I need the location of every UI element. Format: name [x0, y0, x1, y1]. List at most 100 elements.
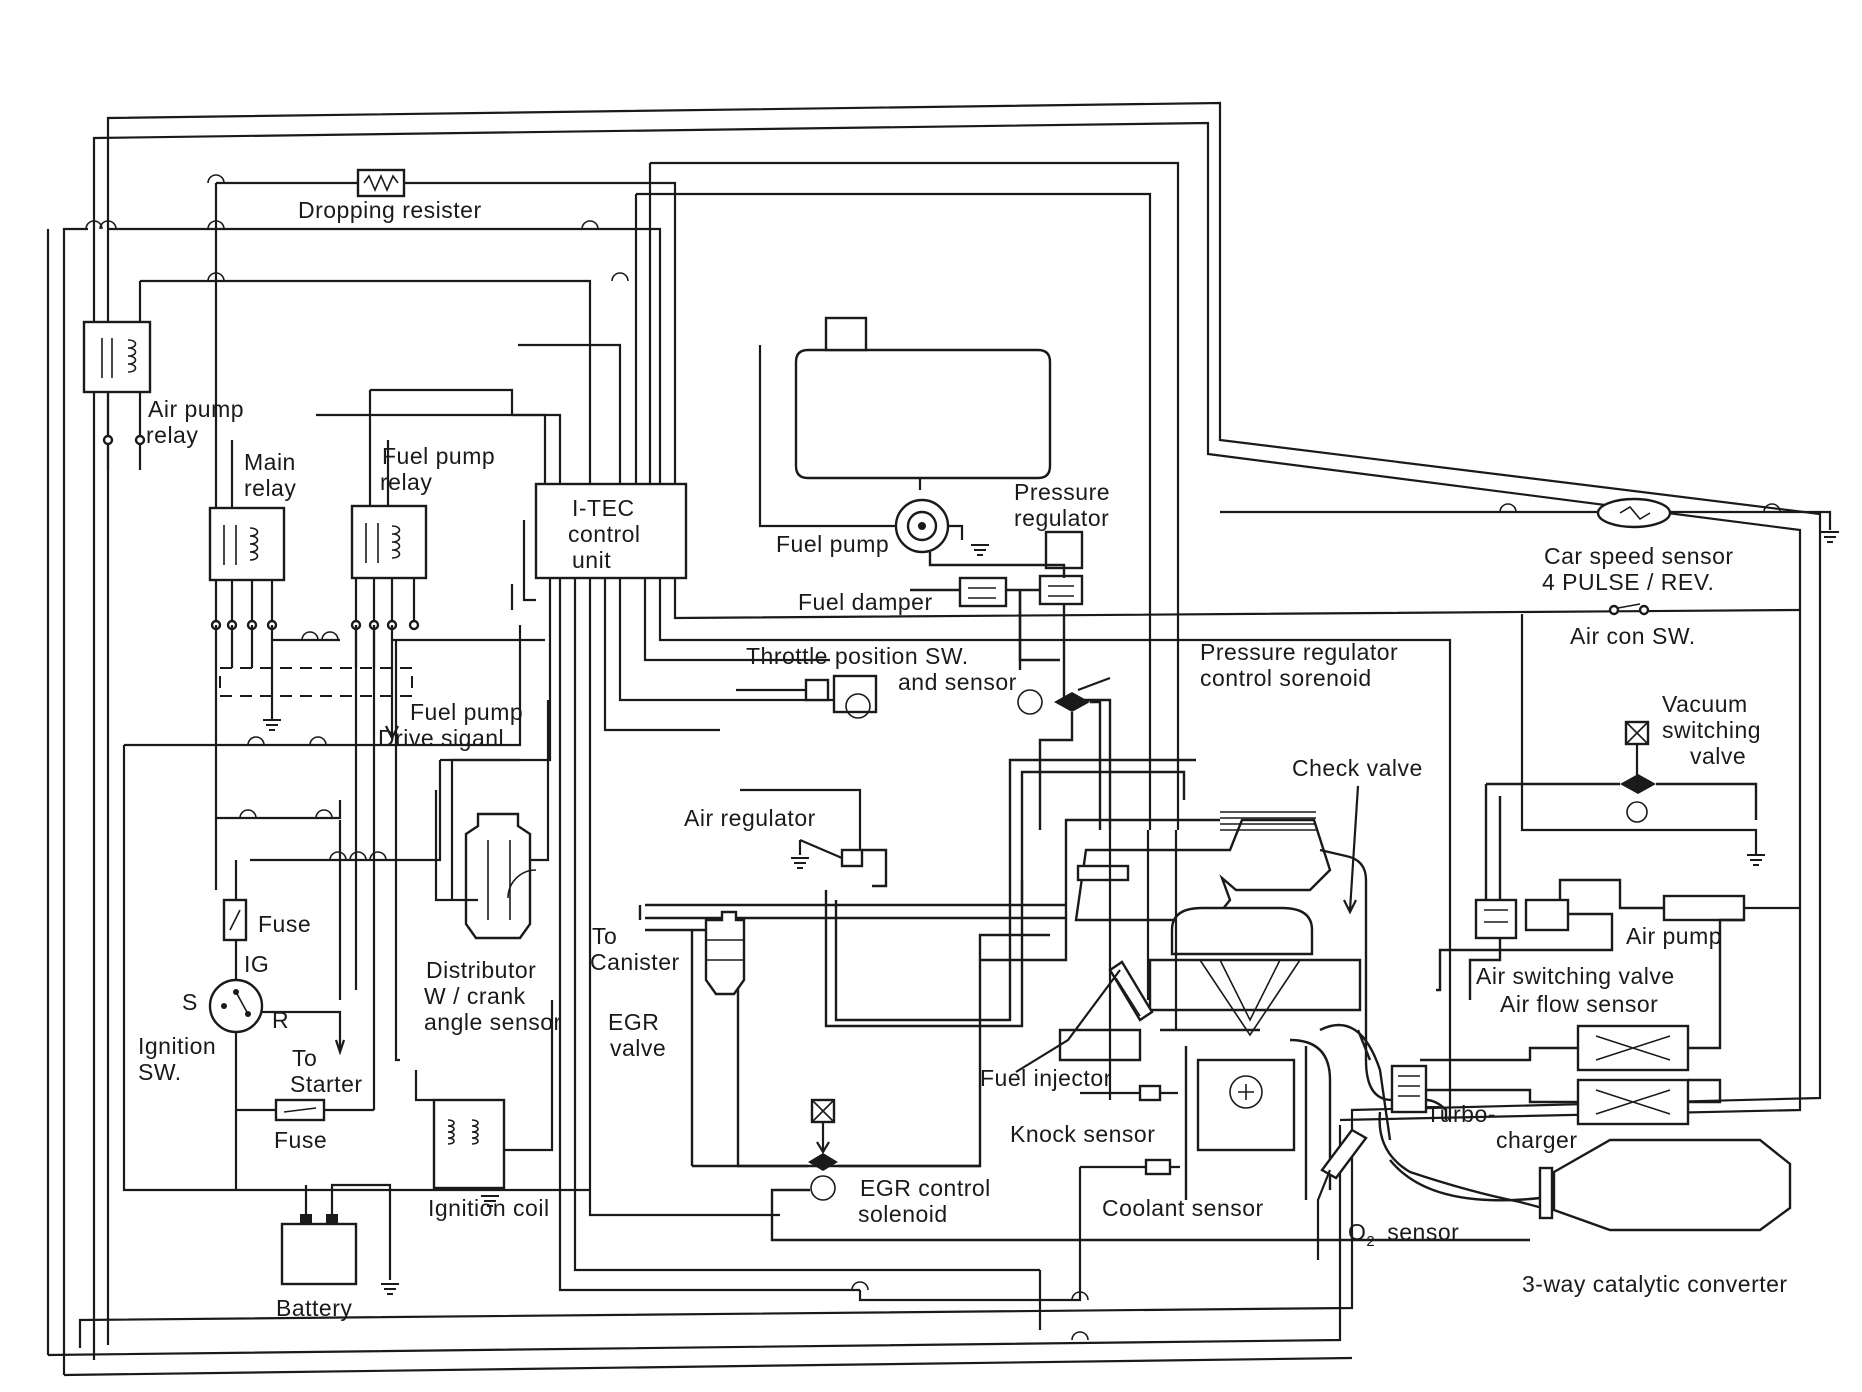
air-pump-relay-label-2: relay	[146, 422, 198, 448]
ignition-sw-label-1: Ignition	[138, 1033, 216, 1059]
prcs-label-1: Pressure regulator	[1200, 639, 1398, 665]
distributor-label-2: W / crank	[424, 983, 526, 1009]
fuse-top: Fuse	[222, 860, 311, 985]
pressure-regulator-control-solenoid: Pressure regulator control sorenoid	[1017, 639, 1398, 830]
knock-sensor-label: Knock sensor	[1010, 1121, 1155, 1147]
ignition-terminal-ig: IG	[244, 951, 269, 977]
vsv-label-3: valve	[1690, 743, 1746, 769]
air-flow-sensor: Air flow sensor	[1420, 918, 1744, 1126]
knock-sensor: Knock sensor	[1010, 1084, 1178, 1147]
ground-icon	[262, 719, 282, 731]
battery-icon	[280, 1222, 358, 1286]
air-flow-sensor-label: Air flow sensor	[1500, 991, 1658, 1017]
egr-valve-label-1: EGR	[608, 1009, 659, 1035]
distributor-label-3: angle sensor	[424, 1009, 562, 1035]
dropping-resistor-label: Dropping resister	[298, 197, 482, 223]
fuel-pump-label: Fuel pump	[776, 531, 889, 557]
car-speed-sensor: Car speed sensor 4 PULSE / REV.	[1220, 497, 1840, 595]
vacuum-switching-valve: Vacuum switching valve	[1484, 614, 1766, 900]
pressure-regulator: Pressure regulator	[1014, 479, 1110, 606]
ignition-terminal-s: S	[182, 989, 198, 1015]
fuel-damper: Fuel damper	[798, 552, 1112, 830]
ignition-sw-label-2: SW.	[138, 1059, 182, 1085]
fuel-tank	[794, 316, 1052, 490]
check-valve: Check valve	[1292, 755, 1423, 915]
main-relay-label-2: relay	[244, 475, 296, 501]
ground-icon	[790, 857, 810, 869]
fuel-pump-drive-signal: Fuel pump Drive siganl	[378, 699, 523, 751]
air-pump-relay-label-1: Air pump	[148, 396, 244, 422]
fuse-bottom-label: Fuse	[274, 1127, 327, 1153]
fuse-bottom: Fuse	[236, 1098, 374, 1153]
fuel-damper-label: Fuel damper	[798, 589, 933, 615]
to-canister-label-1: To	[592, 923, 617, 949]
to-starter-label-1: To	[292, 1045, 317, 1071]
lower-return-wiring	[851, 830, 1178, 1341]
tps-label-1: Throttle position SW.	[746, 643, 969, 669]
engine-assembly	[645, 758, 1392, 1200]
relay-icon	[249, 527, 259, 561]
vsv-label-2: switching	[1662, 717, 1761, 743]
itec-label-3: unit	[572, 547, 611, 573]
air-pump-relay: Air pump relay	[82, 320, 244, 470]
fp-drive-label-1: Fuel pump	[410, 699, 523, 725]
air-regulator-label: Air regulator	[684, 805, 816, 831]
turbocharger-label-2: charger	[1496, 1127, 1577, 1153]
fuel-tank-icon	[794, 348, 1052, 480]
prcs-label-2: control sorenoid	[1200, 665, 1372, 691]
relay-icon	[391, 525, 401, 559]
fuel-pump: Fuel pump	[758, 345, 990, 557]
air-regulator: Air regulator	[684, 788, 888, 888]
fuel-pump-relay: Fuel pump relay	[350, 390, 495, 631]
itec-label-1: I-TEC	[572, 495, 635, 521]
coolant-sensor: Coolant sensor	[1078, 1158, 1264, 1260]
ignition-coil-icon	[432, 1098, 506, 1190]
air-pump-label: Air pump	[1626, 923, 1722, 949]
ground-icon	[1820, 531, 1840, 543]
vsv-label-1: Vacuum	[1662, 691, 1748, 717]
turbocharger: Turbo- charger	[1319, 848, 1577, 1212]
ignition-coil: Ignition coil	[414, 1000, 554, 1221]
tps-label-2: and sensor	[898, 669, 1017, 695]
to-canister-label-2: Canister	[590, 949, 680, 975]
battery: Battery	[276, 1183, 400, 1321]
throttle-position-switch: Throttle position SW. and sensor	[736, 643, 1017, 719]
car-speed-sensor-label-1: Car speed sensor	[1544, 543, 1734, 569]
distributor: Distributor W / crank angle sensor	[424, 700, 562, 1035]
egr-control-solenoid-label-1: EGR control	[860, 1175, 991, 1201]
check-valve-label: Check valve	[1292, 755, 1423, 781]
egr-control-solenoid: EGR control solenoid	[692, 1098, 1530, 1242]
catalytic-converter: 3-way catalytic converter	[1389, 1138, 1792, 1297]
to-starter-label-2: Starter	[290, 1071, 363, 1097]
ignition-terminal-r: R	[272, 1007, 289, 1033]
to-canister: To Canister	[590, 905, 680, 975]
air-con-sw-label: Air con SW.	[1570, 623, 1696, 649]
main-wiring-harness	[46, 101, 1822, 1377]
ignition-coil-label: Ignition coil	[428, 1195, 550, 1221]
distributor-icon	[464, 812, 532, 940]
catalytic-converter-label: 3-way catalytic converter	[1522, 1271, 1788, 1297]
itec-label-2: control	[568, 521, 641, 547]
resistor-icon	[363, 173, 399, 193]
fp-drive-label-2: Drive siganl	[378, 725, 504, 751]
car-speed-sensor-label-2: 4 PULSE / REV.	[1542, 569, 1714, 595]
distributor-label-1: Distributor	[426, 957, 536, 983]
coolant-sensor-label: Coolant sensor	[1102, 1195, 1264, 1221]
ground-icon	[380, 1283, 400, 1295]
battery-label: Battery	[276, 1295, 352, 1321]
fuel-pump-relay-label-1: Fuel pump	[382, 443, 495, 469]
pressure-regulator-label-1: Pressure	[1014, 479, 1110, 505]
fuel-injector-label: Fuel injector	[980, 1065, 1112, 1091]
egr-control-solenoid-label-2: solenoid	[858, 1201, 948, 1227]
fuel-injector: Fuel injector	[980, 960, 1154, 1091]
left-power-wiring	[122, 625, 590, 1192]
main-relay-label-1: Main	[244, 449, 296, 475]
pressure-regulator-label-2: regulator	[1014, 505, 1109, 531]
turbocharger-label-1: Turbo-	[1426, 1101, 1496, 1127]
air-switching-valve-label: Air switching valve	[1476, 963, 1675, 989]
main-relay: Main relay	[208, 440, 296, 631]
ground-icon	[1746, 854, 1766, 866]
